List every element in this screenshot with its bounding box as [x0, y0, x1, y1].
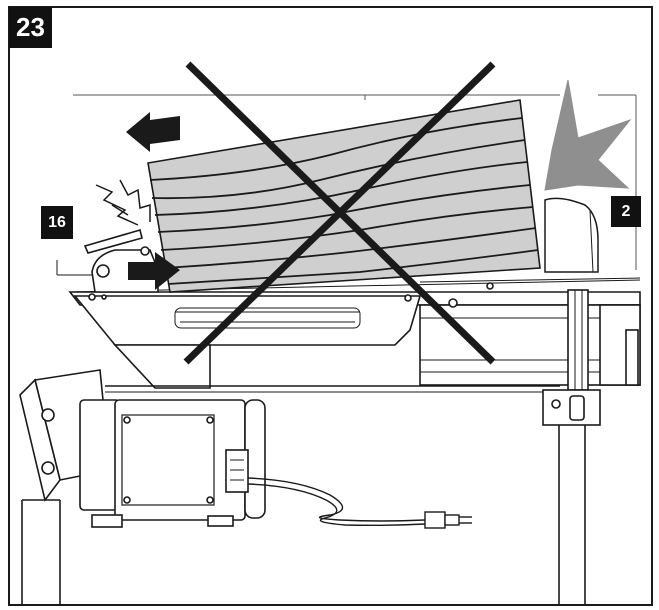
table-top — [68, 277, 641, 386]
blade-guard — [544, 197, 599, 273]
arrow-left-icon — [126, 112, 180, 152]
figure-number: 23 — [9, 7, 52, 48]
front-plate — [73, 282, 494, 389]
arrow-right-icon — [128, 252, 180, 290]
warning-cross-icon — [183, 61, 496, 365]
callout-part-2: 2 — [611, 196, 641, 227]
figure-frame — [8, 6, 653, 606]
part-16-mechanism — [56, 228, 159, 293]
background-lines — [73, 94, 637, 270]
spark-burst-icon — [95, 179, 151, 226]
kickback-star-icon — [544, 79, 632, 191]
power-cable — [247, 477, 472, 529]
workpiece-board — [147, 99, 541, 293]
motor — [79, 399, 266, 528]
right-leg — [542, 289, 601, 605]
callout-part-16: 16 — [41, 206, 73, 239]
